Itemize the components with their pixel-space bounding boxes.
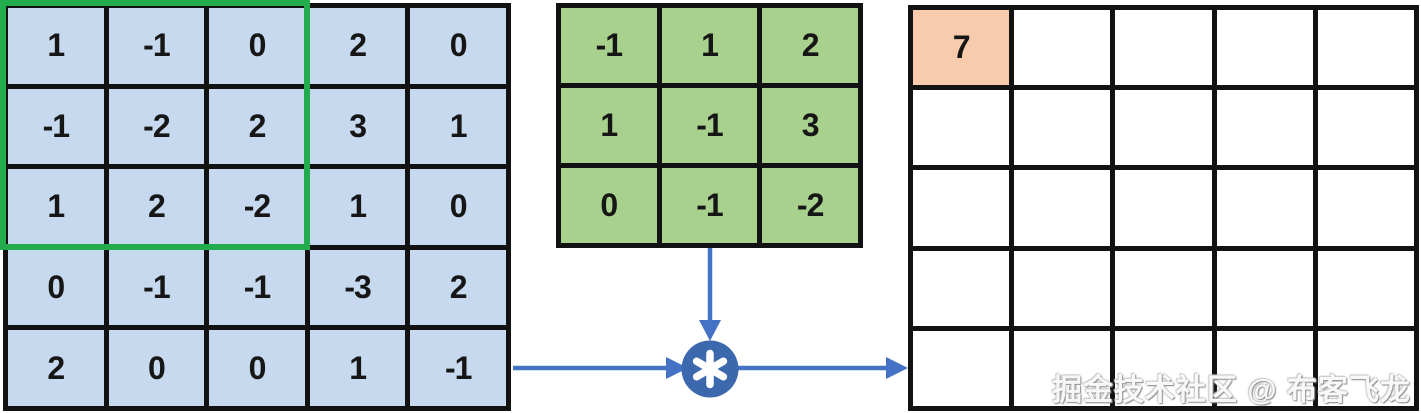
output-cell-r2c0: [913, 170, 1010, 246]
input-cell-r2c4: 0: [410, 169, 506, 245]
kernel-cell-r2c0: 0: [561, 168, 657, 243]
asterisk-icon: [692, 349, 728, 389]
kernel-cell-r2c2: -2: [762, 168, 858, 243]
input-cell-r2c3: 1: [309, 169, 406, 245]
input-cell-r1c3: 3: [309, 88, 406, 165]
input-cell-r4c4: -1: [410, 330, 506, 406]
input-cell-r1c0: -1: [8, 88, 104, 165]
input-cell-r3c2: -1: [209, 249, 305, 326]
input-cell-r0c0: 1: [8, 8, 104, 84]
kernel-cell-r1c2: 3: [762, 88, 858, 163]
input-cell-r0c1: -1: [108, 8, 205, 84]
output-cell-r0c2: [1115, 10, 1212, 86]
output-matrix: 7: [908, 5, 1419, 411]
input-cell-r0c4: 0: [410, 8, 506, 84]
input-cell-r2c0: 1: [8, 169, 104, 245]
output-cell-r3c2: [1115, 250, 1212, 326]
output-cell-r4c4: [1317, 330, 1414, 406]
output-cell-r0c0: 7: [913, 10, 1010, 86]
output-cell-r2c1: [1014, 170, 1111, 246]
output-cell-r4c2: [1115, 330, 1212, 406]
output-cell-r1c1: [1014, 90, 1111, 166]
kernel-cell-r0c2: 2: [762, 8, 858, 83]
input-cell-r2c1: 2: [108, 169, 205, 245]
kernel-cell-r2c1: -1: [661, 168, 758, 243]
input-to-operator-arrow: [513, 357, 688, 379]
input-cell-r3c1: -1: [108, 249, 205, 326]
output-cell-r2c2: [1115, 170, 1212, 246]
kernel-cell-r1c1: -1: [661, 88, 758, 163]
output-cell-r1c2: [1115, 90, 1212, 166]
output-cell-r3c0: [913, 250, 1010, 326]
output-cell-r1c3: [1216, 90, 1313, 166]
convolution-operator-icon: [681, 340, 739, 398]
input-cell-r4c0: 2: [8, 330, 104, 406]
output-cell-r3c4: [1317, 250, 1414, 326]
output-cell-r0c4: [1317, 10, 1414, 86]
input-cell-r2c2: -2: [209, 169, 305, 245]
input-cell-r4c2: 0: [209, 330, 305, 406]
output-cell-r4c3: [1216, 330, 1313, 406]
kernel-cell-r0c1: 1: [661, 8, 758, 83]
input-cell-r1c2: 2: [209, 88, 305, 165]
output-cell-r3c3: [1216, 250, 1313, 326]
input-cell-r1c4: 1: [410, 88, 506, 165]
input-cell-r3c4: 2: [410, 249, 506, 326]
input-cell-r4c3: 1: [309, 330, 406, 406]
input-cell-r3c0: 0: [8, 249, 104, 326]
output-cell-r0c3: [1216, 10, 1313, 86]
input-cell-r0c2: 0: [209, 8, 305, 84]
output-cell-r2c4: [1317, 170, 1414, 246]
kernel-cell-r0c0: -1: [561, 8, 657, 83]
output-cell-r1c0: [913, 90, 1010, 166]
kernel-to-operator-arrow: [699, 248, 721, 341]
output-cell-r1c4: [1317, 90, 1414, 166]
input-cell-r3c3: -3: [309, 249, 406, 326]
output-cell-r4c1: [1014, 330, 1111, 406]
output-cell-r4c0: [913, 330, 1010, 406]
input-cell-r4c1: 0: [108, 330, 205, 406]
kernel-cell-r1c0: 1: [561, 88, 657, 163]
input-cell-r1c1: -2: [108, 88, 205, 165]
input-cell-r0c3: 2: [309, 8, 406, 84]
watermark: 掘金技术社区 @ 布客飞龙: [1052, 374, 1411, 407]
output-cell-r0c1: [1014, 10, 1111, 86]
output-cell-r3c1: [1014, 250, 1111, 326]
operator-to-output-arrow: [738, 357, 908, 379]
output-cell-r2c3: [1216, 170, 1313, 246]
